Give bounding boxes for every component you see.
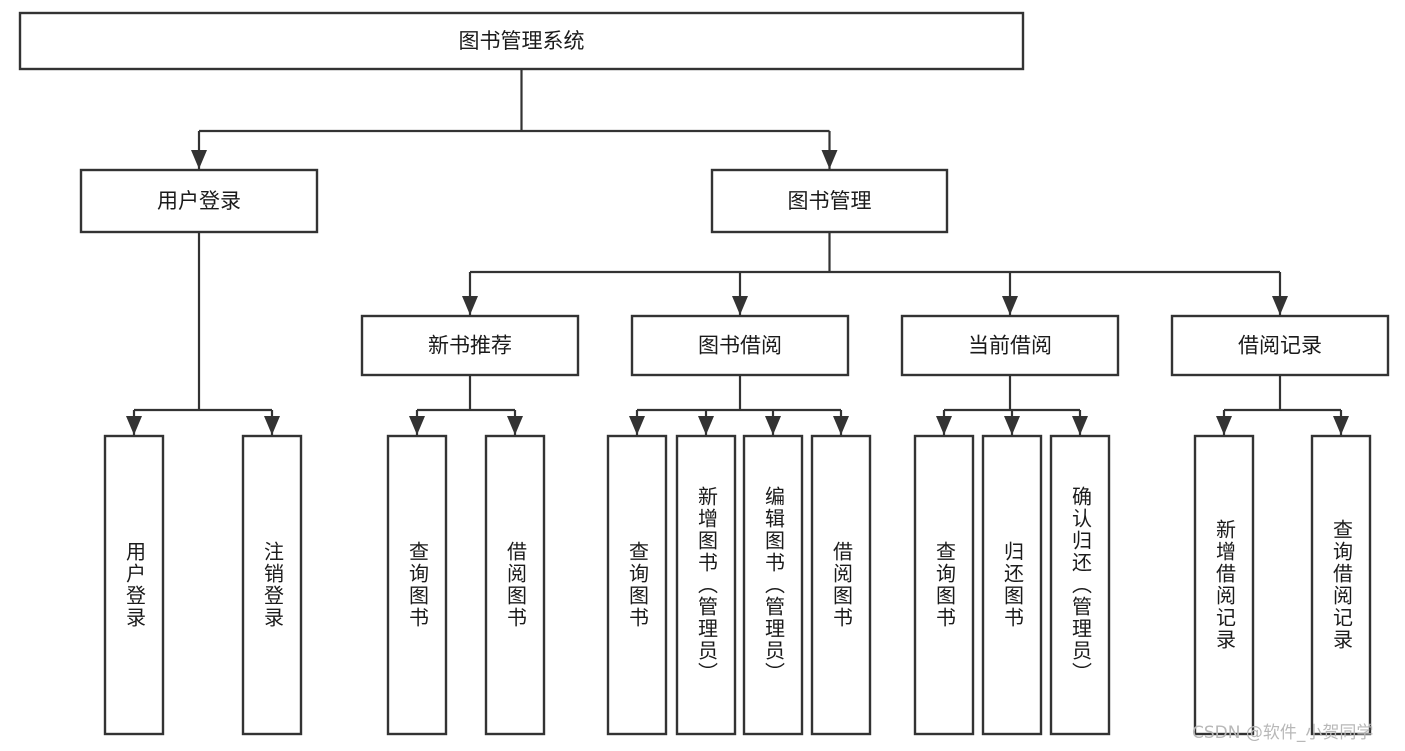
node-label: 图书管理 <box>788 189 872 213</box>
arrow-head-icon <box>765 416 781 435</box>
node-label: 新书推荐 <box>428 334 512 358</box>
arrow-head-icon <box>409 416 425 435</box>
arrow-head-icon <box>732 296 748 315</box>
arrow-head-icon <box>833 416 849 435</box>
node-rect <box>630 314 850 377</box>
leaf-leaf-logout[interactable] <box>241 434 303 736</box>
leaf-leaf-borrow-book[interactable] <box>810 434 872 736</box>
arrow-head-icon <box>1216 416 1232 435</box>
node-label: 用户登录 <box>157 189 241 213</box>
arrow-head-icon <box>821 150 838 169</box>
arrow-head-icon <box>629 416 645 435</box>
node-rect <box>241 434 303 736</box>
arrow-head-icon <box>126 416 142 435</box>
node-book-borrow[interactable]: 图书借阅 <box>630 314 850 377</box>
arrow-head-icon <box>1333 416 1349 435</box>
leaf-leaf-query-record[interactable] <box>1310 434 1372 736</box>
node-rect <box>103 434 165 736</box>
node-current-borrow[interactable]: 当前借阅 <box>900 314 1120 377</box>
node-rect <box>386 434 448 736</box>
node-label: 借阅记录 <box>1238 334 1322 358</box>
arrow-head-icon <box>1004 416 1020 435</box>
node-rect <box>1193 434 1255 736</box>
node-borrow-record[interactable]: 借阅记录 <box>1170 314 1390 377</box>
node-rect <box>79 168 319 234</box>
arrow-head-icon <box>936 416 952 435</box>
node-rect <box>981 434 1043 736</box>
node-rect <box>484 434 546 736</box>
node-label: 当前借阅 <box>968 334 1052 358</box>
arrow-head-icon <box>264 416 280 435</box>
leaf-leaf-borrow-book-rec[interactable] <box>484 434 546 736</box>
node-book-manage[interactable]: 图书管理 <box>710 168 949 234</box>
node-rect <box>1049 434 1111 736</box>
node-rect <box>675 434 737 736</box>
arrow-head-icon <box>1272 296 1288 315</box>
node-rect <box>18 11 1025 71</box>
node-rect <box>710 168 949 234</box>
leaf-leaf-query-book-rec[interactable] <box>386 434 448 736</box>
node-rect <box>1310 434 1372 736</box>
node-root[interactable]: 图书管理系统 <box>18 11 1025 71</box>
arrow-head-icon <box>462 296 478 315</box>
node-user-login[interactable]: 用户登录 <box>79 168 319 234</box>
leaf-leaf-add-record[interactable] <box>1193 434 1255 736</box>
arrow-head-icon <box>1002 296 1018 315</box>
leaf-leaf-edit-book[interactable] <box>742 434 804 736</box>
node-rect <box>913 434 975 736</box>
node-label: 图书借阅 <box>698 334 782 358</box>
leaf-leaf-query-book-borrow[interactable] <box>606 434 668 736</box>
arrow-head-icon <box>698 416 714 435</box>
node-rect <box>606 434 668 736</box>
leaf-leaf-user-login[interactable] <box>103 434 165 736</box>
arrow-head-icon <box>1072 416 1088 435</box>
leaf-leaf-query-book-current[interactable] <box>913 434 975 736</box>
node-rect <box>900 314 1120 377</box>
connector-layer <box>126 69 1349 435</box>
leaf-leaf-return-book[interactable] <box>981 434 1043 736</box>
node-rect <box>742 434 804 736</box>
node-rect <box>1170 314 1390 377</box>
arrow-head-icon <box>191 150 207 169</box>
node-label: 图书管理系统 <box>459 29 585 53</box>
node-rect <box>360 314 580 377</box>
leaf-leaf-add-book[interactable] <box>675 434 737 736</box>
arrow-head-icon <box>507 416 523 435</box>
node-rect <box>810 434 872 736</box>
leaf-leaf-confirm-return[interactable] <box>1049 434 1111 736</box>
csdn-watermark: CSDN @软件_小贺同学 <box>1192 723 1374 743</box>
node-new-book-recommend[interactable]: 新书推荐 <box>360 314 580 377</box>
